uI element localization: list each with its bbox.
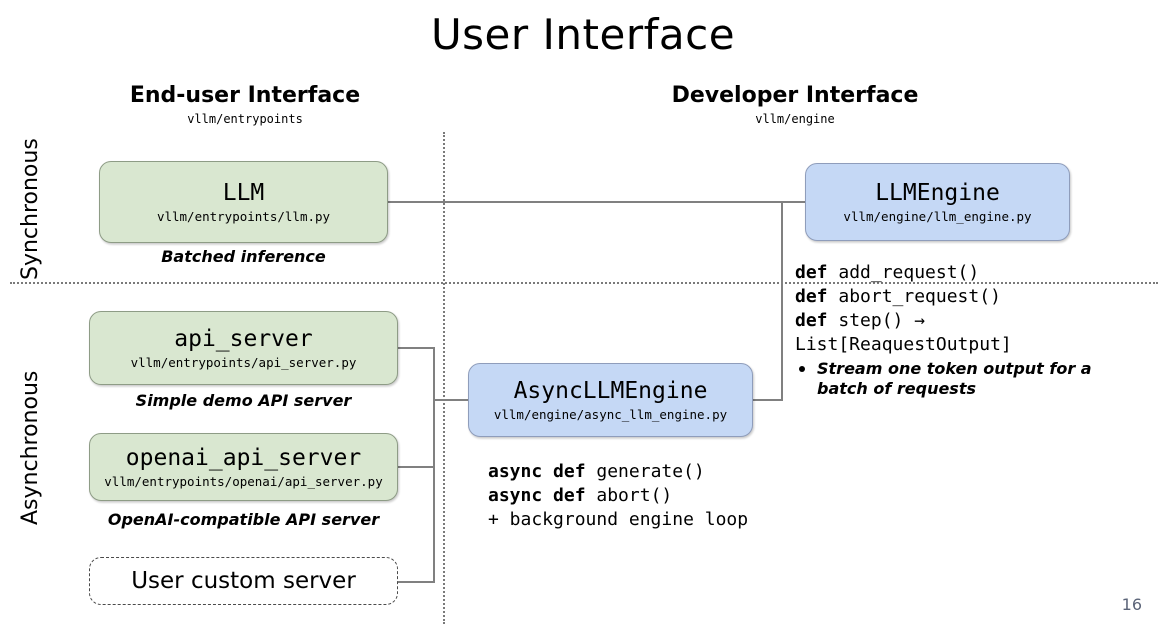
node-llm-engine-path: vllm/engine/llm_engine.py — [843, 208, 1032, 224]
node-openai-api-server-path: vllm/entrypoints/openai/api_server.py — [104, 473, 383, 489]
api-signature: + background engine loop — [488, 508, 749, 530]
section-label-asynchronous: Asynchronous — [18, 370, 43, 525]
column-subtitle-developer: vllm/engine — [755, 112, 835, 127]
api-signature: generate() — [585, 461, 705, 482]
bullet-text: Stream one token output for a batch of r… — [817, 358, 1092, 398]
llm-engine-api-bullet: Stream one token output for a batch of r… — [795, 359, 1145, 399]
api-keyword: def — [795, 262, 828, 283]
connector-asyncllmengine-to-bus — [752, 399, 783, 401]
divider-horizontal-sync-async — [10, 282, 1158, 284]
node-llm-path: vllm/entrypoints/llm.py — [156, 208, 331, 224]
api-keyword: async def — [488, 461, 586, 482]
api-line: def abort_request() — [795, 285, 1145, 309]
api-signature: step() → — [827, 309, 926, 331]
node-openai-api-server-title: openai_api_server — [125, 445, 362, 472]
bullet-dot-icon — [799, 365, 805, 372]
api-signature: List[ReaquestOutput] — [795, 333, 1012, 355]
node-async-llm-engine-path: vllm/engine/async_llm_engine.py — [493, 406, 728, 422]
column-header-developer: Developer Interface vllm/engine — [640, 83, 950, 127]
node-openai-api-server[interactable]: openai_api_server vllm/entrypoints/opena… — [89, 433, 398, 501]
connector-left-vertical-bus — [433, 347, 435, 583]
api-keyword: def — [795, 285, 828, 307]
node-llm-engine[interactable]: LLMEngine vllm/engine/llm_engine.py — [805, 163, 1070, 241]
node-api-server[interactable]: api_server vllm/entrypoints/api_server.p… — [89, 311, 398, 385]
node-user-custom-server-title: User custom server — [131, 567, 356, 594]
api-signature: abort() — [585, 484, 673, 506]
api-line: def step() → — [795, 309, 1145, 333]
page-number: 16 — [1121, 595, 1142, 614]
column-subtitle-end-user: vllm/entrypoints — [187, 112, 303, 127]
api-keyword: def — [795, 309, 828, 331]
connector-openai-api-server-to-bus — [398, 466, 435, 468]
node-api-server-title: api_server — [174, 326, 313, 353]
section-label-synchronous: Synchronous — [18, 138, 43, 280]
llm-engine-api-list: def add_request() def abort_request() de… — [795, 261, 1145, 399]
caption-openai-api-server: OpenAI-compatible API server — [107, 510, 380, 529]
connector-user-custom-server-to-bus — [398, 581, 435, 583]
divider-vertical-enduser-developer — [443, 132, 445, 624]
node-llm[interactable]: LLM vllm/entrypoints/llm.py — [99, 161, 388, 243]
connector-llm-to-llmengine — [388, 201, 806, 203]
node-async-llm-engine-title: AsyncLLMEngine — [513, 378, 708, 405]
caption-llm: Batched inference — [161, 247, 326, 266]
node-api-server-path: vllm/entrypoints/api_server.py — [130, 354, 357, 370]
caption-api-server: Simple demo API server — [135, 391, 352, 410]
api-line: + background engine loop — [488, 508, 748, 532]
api-signature: add_request() — [827, 262, 980, 283]
api-line: List[ReaquestOutput] — [795, 333, 1145, 357]
column-title-developer: Developer Interface — [671, 83, 919, 108]
async-engine-api-list: async def generate() async def abort() +… — [488, 460, 748, 532]
column-header-end-user: End-user Interface vllm/entrypoints — [110, 83, 380, 127]
connector-api-server-to-bus — [398, 347, 435, 349]
connector-bus-to-asyncllmengine — [433, 399, 470, 401]
connector-llmengine-vertical-bus — [781, 201, 783, 401]
column-title-end-user: End-user Interface — [129, 83, 361, 108]
node-async-llm-engine[interactable]: AsyncLLMEngine vllm/engine/async_llm_eng… — [468, 363, 753, 437]
api-keyword: async def — [488, 484, 586, 506]
api-signature: abort_request() — [827, 285, 1001, 307]
api-line: async def generate() — [488, 460, 748, 484]
node-llm-engine-title: LLMEngine — [875, 180, 1000, 207]
api-line: async def abort() — [488, 484, 748, 508]
node-user-custom-server[interactable]: User custom server — [89, 557, 398, 605]
node-llm-title: LLM — [222, 180, 265, 207]
page-title: User Interface — [430, 10, 736, 59]
api-line: def add_request() — [795, 261, 1145, 285]
